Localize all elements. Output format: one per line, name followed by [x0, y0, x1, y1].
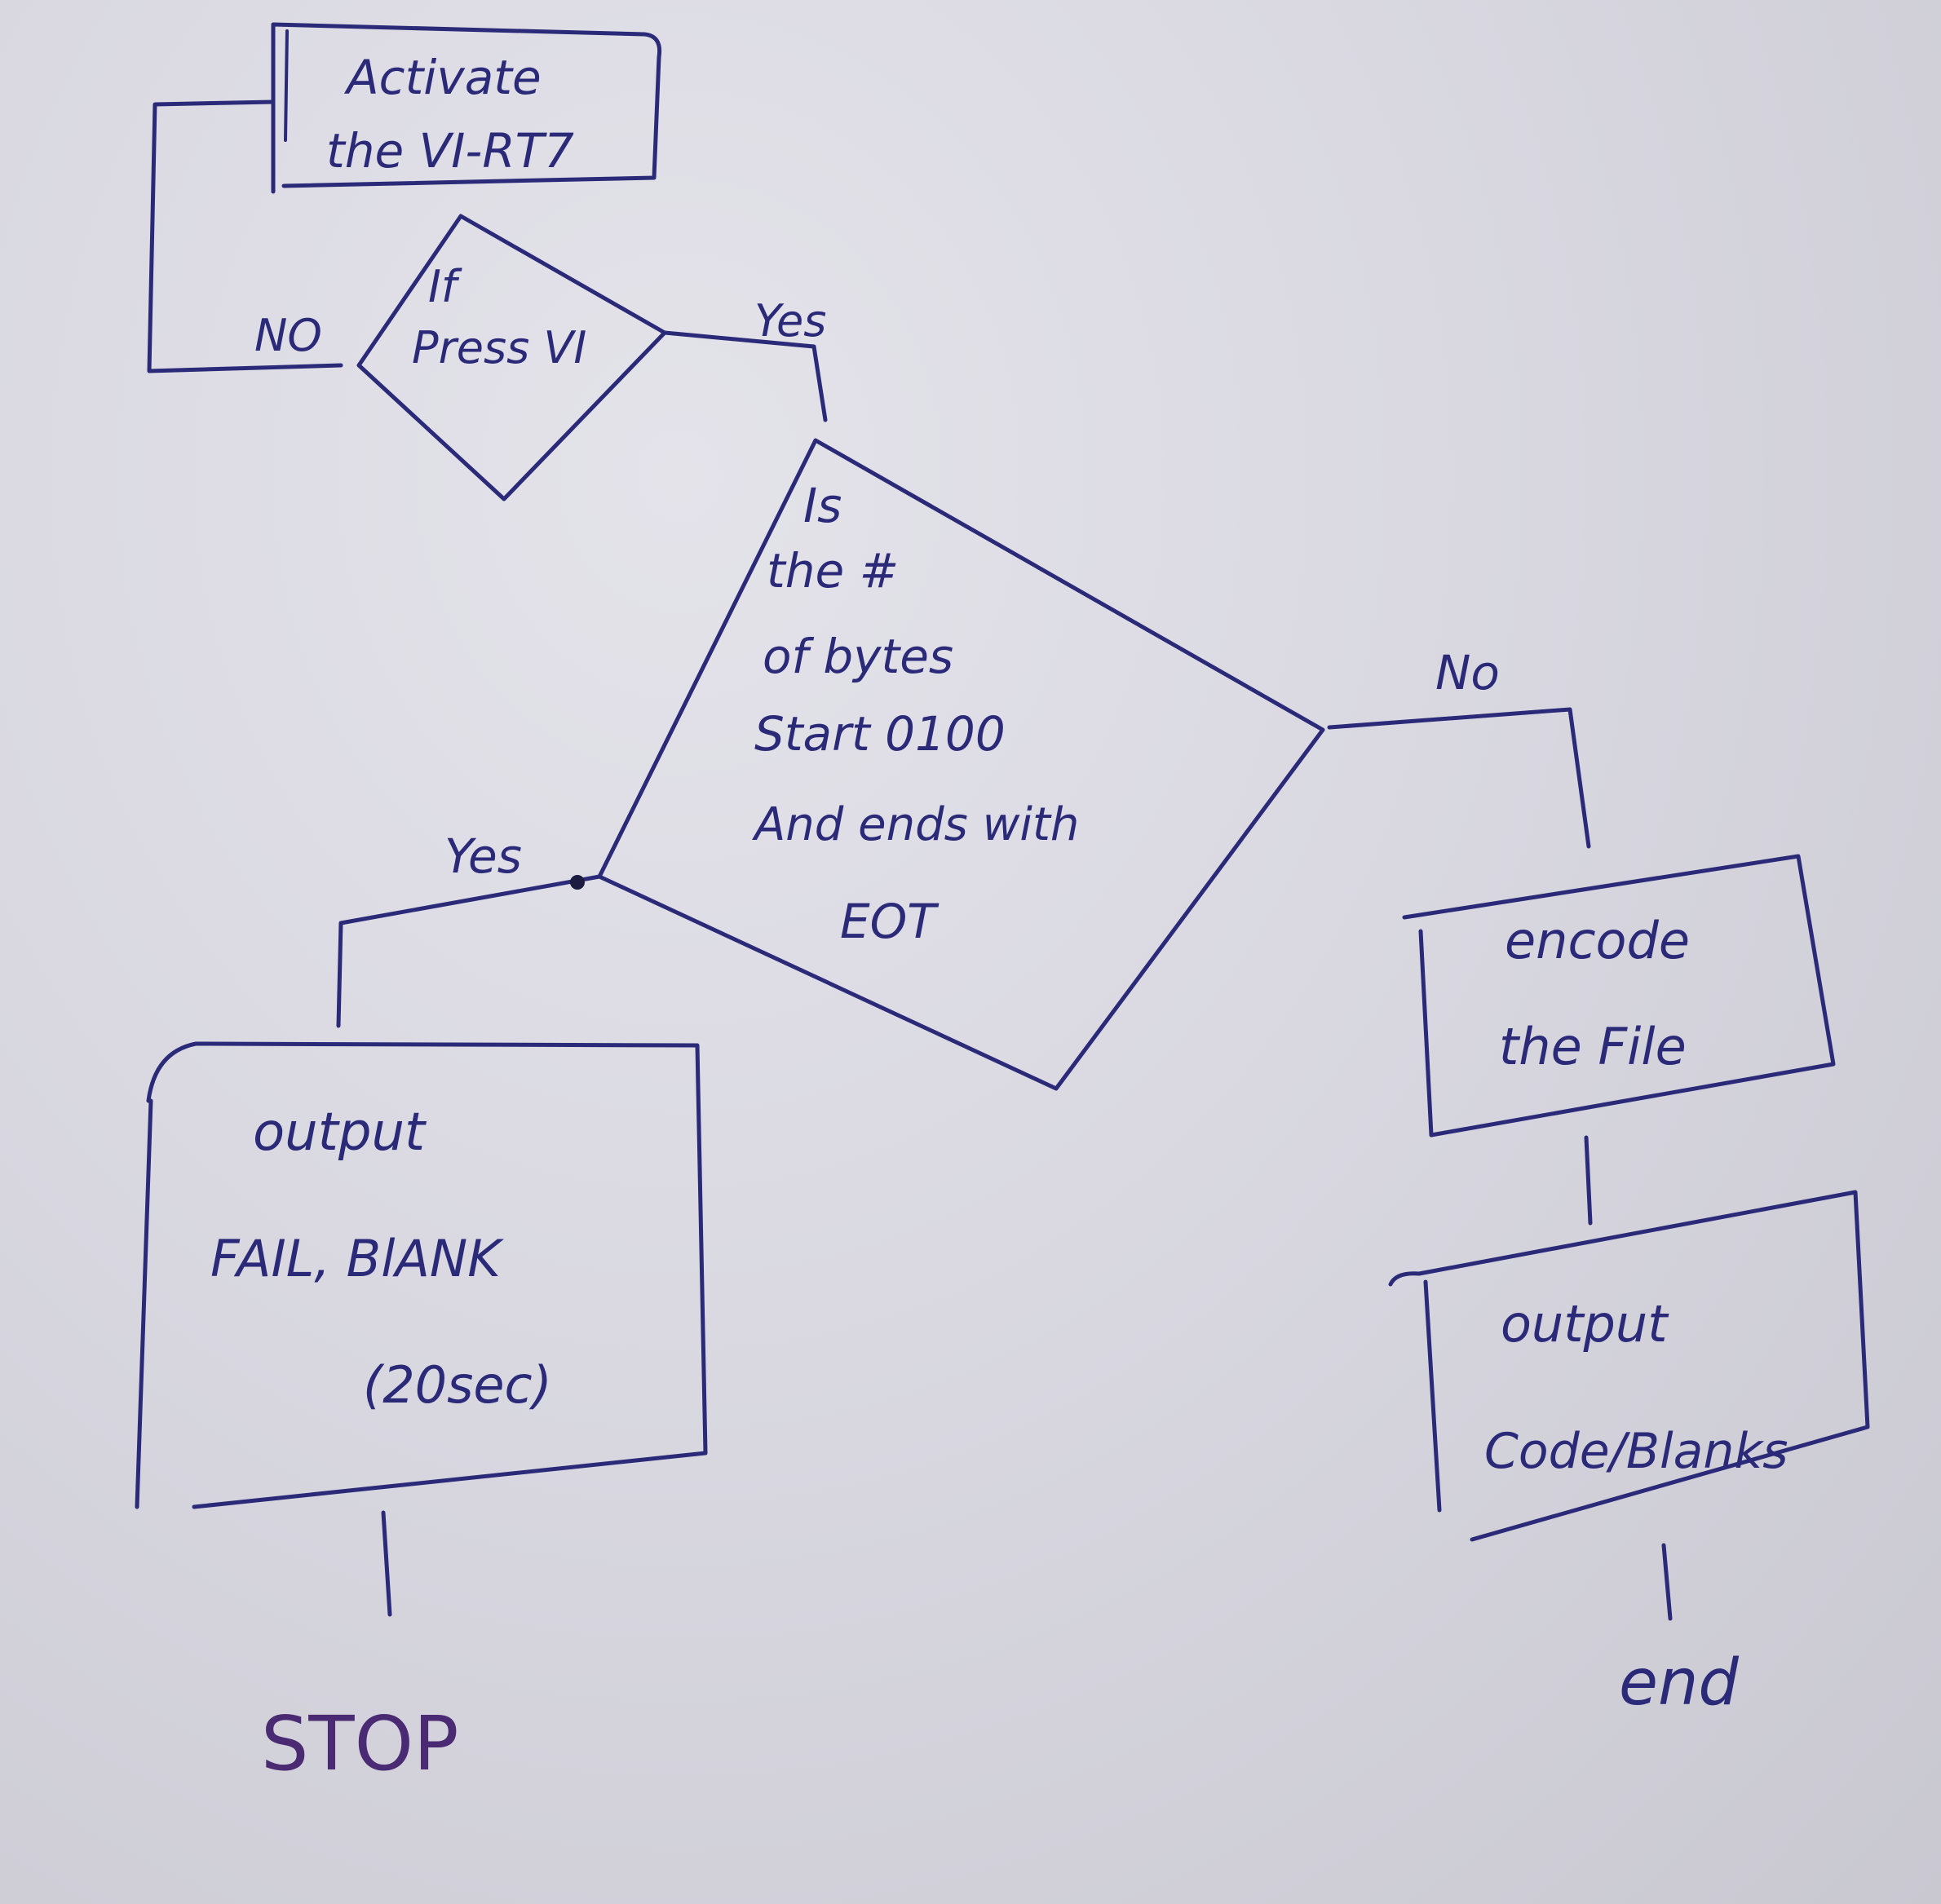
activate-box: Activate the VI-RT7	[271, 22, 662, 194]
junction-dot	[570, 875, 585, 890]
encode-output-connector	[1584, 1135, 1593, 1226]
activate-line2: the VI-RT7	[326, 123, 574, 179]
decision-bytes-line5: And ends with	[752, 798, 1079, 851]
decision-bytes-line2: the #	[767, 543, 899, 599]
label-no-top: NO	[254, 310, 322, 361]
output-fail-line3: (20sec)	[363, 1355, 552, 1415]
decision-press-line1: If	[428, 261, 462, 312]
output-fail-box: output FAIL, BlANK (20sec)	[135, 1041, 708, 1509]
activate-line1: Activate	[343, 50, 542, 105]
loop-back-connector	[147, 99, 343, 373]
encode-line1: encode	[1505, 911, 1690, 970]
decision-bytes-line3: of bytes	[763, 629, 953, 684]
output-code-line1: output	[1501, 1294, 1669, 1354]
encode-line2: the File	[1499, 1017, 1687, 1076]
stop-connector	[381, 1510, 392, 1617]
output-code-box: output Code/Blanks	[1388, 1190, 1870, 1542]
terminal-stop: STOP	[261, 1700, 459, 1787]
decision-press-line2: Press VI	[412, 322, 586, 373]
output-fail-line1: output	[253, 1102, 427, 1163]
yes-top-connector	[662, 330, 828, 422]
label-no-right: No	[1435, 645, 1500, 700]
decision-bytes: Is the # of bytes Start 0100 And ends wi…	[597, 438, 1325, 1091]
label-yes-left: Yes	[444, 828, 522, 884]
output-fail-line2: FAIL, BlANK	[210, 1229, 504, 1288]
no-right-connector	[1327, 707, 1591, 849]
output-code-line2: Code/Blanks	[1484, 1423, 1788, 1480]
decision-bytes-line1: Is	[803, 478, 842, 533]
yes-left-connector	[336, 874, 602, 1028]
decision-bytes-line6: EOT	[840, 894, 940, 949]
encode-box: encode the File	[1402, 854, 1836, 1138]
decision-press-vi: If Press VI	[356, 214, 667, 501]
terminal-end: end	[1619, 1646, 1739, 1720]
decision-bytes-line4: Start 0100	[754, 706, 1006, 762]
end-connector	[1661, 1543, 1673, 1621]
label-yes-top: Yes	[754, 295, 826, 347]
